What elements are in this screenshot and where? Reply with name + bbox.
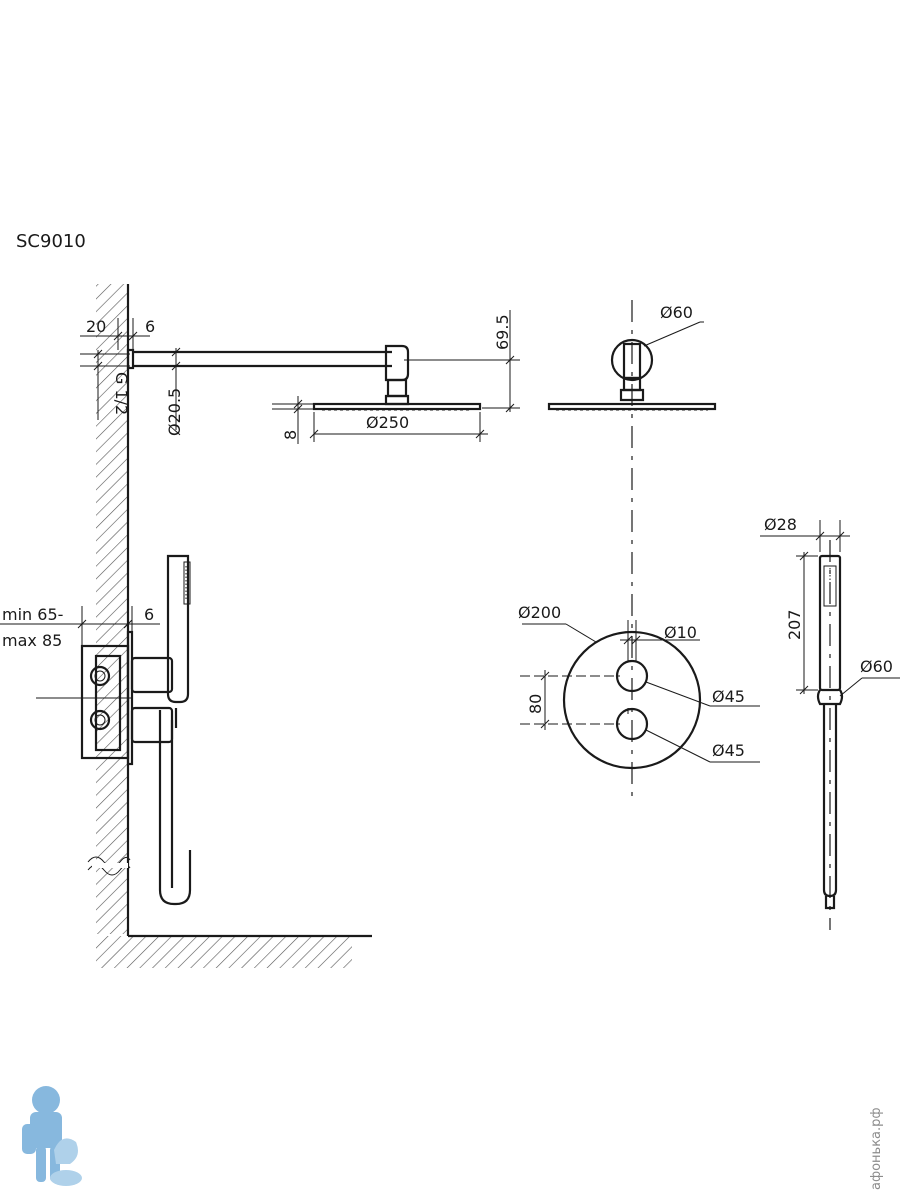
mixer-plate-front-view: 80 Ø200 Ø10 Ø45 Ø45 [518, 603, 760, 770]
dim-wall-flange: 20 6 [80, 317, 155, 350]
model-title: SC9010 [16, 231, 86, 252]
mixer-depth-max-label: max 85 [2, 631, 62, 650]
shower-head-side-view [312, 402, 482, 411]
head-offset-label: 69.5 [493, 314, 512, 350]
hand-shower-front-view: Ø28 207 Ø60 [760, 515, 900, 930]
mixer-plate-gap-label: 6 [144, 605, 154, 624]
dim-20-label: 20 [86, 317, 106, 336]
mixer-depth-min-label: min 65- [2, 605, 63, 624]
hand-shower-side-view [158, 554, 192, 906]
dim-head-offset: 69.5 [404, 310, 520, 413]
dim-head: 8 Ø250 [272, 396, 488, 444]
head-thickness-label: 8 [281, 430, 300, 440]
hand-shower-length-label: 207 [785, 609, 804, 640]
knob-lower-diameter-label: Ø45 [712, 741, 745, 760]
plate-diameter-label: Ø200 [518, 603, 561, 622]
dim-thread: G 1/2 [80, 349, 131, 420]
watermark-text: афонька.рф [869, 1107, 884, 1190]
hand-shower-diameter-label: Ø28 [764, 515, 797, 534]
wall [87, 284, 372, 968]
knob-upper-diameter-label: Ø45 [712, 687, 745, 706]
head-diameter-label: Ø250 [366, 413, 409, 432]
arm-flange-diameter-label: Ø60 [660, 303, 693, 322]
arm-diameter-label: Ø20.5 [165, 388, 184, 436]
knob-spacing-label: 80 [526, 694, 545, 714]
shower-head-front-view: Ø60 [547, 300, 717, 800]
thread-label: G 1/2 [112, 372, 131, 415]
spindle-diameter-label: Ø10 [664, 623, 697, 642]
mixer-box-side-view [36, 630, 174, 766]
plumber-mascot-icon [22, 1086, 82, 1186]
holder-diameter-label: Ø60 [860, 657, 893, 676]
dim-6-label: 6 [145, 317, 155, 336]
dim-arm-diameter: Ø20.5 [165, 347, 184, 436]
dim-mixer-depth: min 65- max 85 6 [0, 605, 160, 650]
